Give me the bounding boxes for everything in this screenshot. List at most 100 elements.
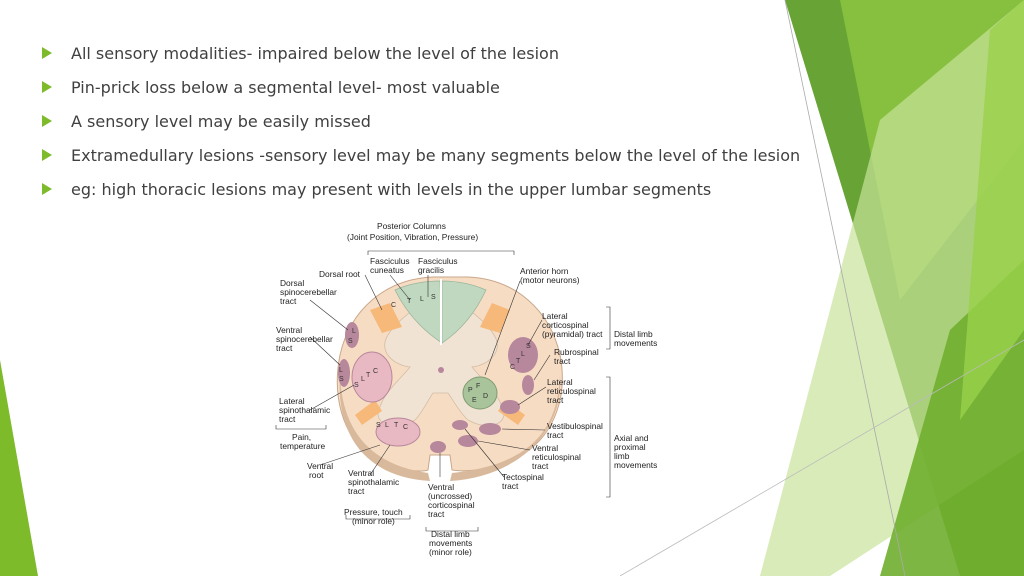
label-lateral-corticospinal: corticospinal — [542, 320, 589, 330]
label-ventral-reticulospinal: tract — [532, 461, 549, 471]
letter-c: C — [403, 424, 408, 431]
label-lateral-reticulospinal: Lateral — [547, 377, 573, 387]
label-pain-temperature: temperature — [280, 441, 325, 451]
letter-p: P — [468, 387, 473, 394]
decor-green-left — [0, 360, 38, 576]
label-lateral-spinothalamic: Lateral — [279, 396, 305, 406]
label-pain-temperature: Pain, — [292, 432, 311, 442]
bullet-item: eg: high thoracic lesions may present wi… — [42, 172, 800, 206]
letter-l: L — [339, 367, 343, 374]
letter-s: S — [339, 376, 344, 383]
tract-ventral-corticospinal — [430, 441, 446, 453]
label-dorsal-spinocerebellar: Dorsal — [280, 278, 304, 288]
bullet-text: eg: high thoracic lesions may present wi… — [71, 179, 712, 199]
label-ventral-spinothalamic: spinothalamic — [348, 477, 399, 487]
bullet-item: Pin-prick loss below a segmental level- … — [42, 70, 800, 104]
bullet-arrow-icon — [42, 47, 52, 59]
label-anterior-horn: (motor neurons) — [520, 275, 580, 285]
tract-dorsal-spinocerebellar — [345, 322, 359, 348]
label-tectospinal: Tectospinal — [502, 472, 544, 482]
tract-rubrospinal — [522, 375, 534, 395]
label-ventral-reticulospinal: reticulospinal — [532, 452, 581, 462]
bullet-item: Extramedullary lesions -sensory level ma… — [42, 138, 800, 172]
label-posterior-columns-desc: (Joint Position, Vibration, Pressure) — [347, 232, 478, 242]
letter-s: S — [354, 382, 359, 389]
ventral-band-left — [355, 400, 382, 425]
bullet-text: Extramedullary lesions -sensory level ma… — [71, 145, 801, 165]
label-lateral-reticulospinal: tract — [547, 395, 564, 405]
label-ventral-corticospinal: Ventral — [428, 482, 454, 492]
label-vestibulospinal: Vestibulospinal — [547, 421, 603, 431]
tract-vestibulospinal — [479, 423, 501, 435]
label-dorsal-spinocerebellar: spinocerebellar — [280, 287, 337, 297]
decor-line-2 — [619, 339, 1024, 576]
label-ventral-spinocerebellar: spinocerebellar — [276, 334, 333, 344]
label-lateral-spinothalamic: spinothalamic — [279, 405, 330, 415]
tract-lateral-corticospinal — [508, 337, 538, 373]
dorsal-root-band-right — [480, 303, 510, 333]
label-posterior-columns: Posterior Columns — [377, 221, 446, 231]
label-lateral-corticospinal: (pyramidal) tract — [542, 329, 603, 339]
tract-corticospinal-pfed — [462, 376, 498, 410]
tract-tectospinal — [452, 420, 468, 430]
label-ventral-corticospinal: corticospinal — [428, 500, 475, 510]
label-ventral-corticospinal: tract — [428, 509, 445, 519]
label-pressure-touch: Pressure, touch — [344, 507, 403, 517]
letter-d: D — [483, 393, 488, 400]
letter-l: L — [385, 422, 389, 429]
label-pressure-touch: (minor role) — [352, 516, 395, 526]
label-distal-limb-minor: movements — [429, 538, 472, 548]
decor-line-1 — [784, 0, 906, 576]
label-tectospinal: tract — [502, 481, 519, 491]
bullet-text: Pin-prick loss below a segmental level- … — [71, 77, 500, 97]
label-distal-limb: movements — [614, 338, 657, 348]
letter-s: S — [526, 343, 531, 350]
label-rubrospinal: tract — [554, 356, 571, 366]
letter-l: L — [521, 351, 525, 358]
letter-c: C — [373, 368, 378, 375]
decor-green-bright — [960, 0, 1024, 420]
label-ventral-spinocerebellar: tract — [276, 343, 293, 353]
bullet-arrow-icon — [42, 115, 52, 127]
letter-t: T — [407, 298, 412, 305]
bullet-arrow-icon — [42, 183, 52, 195]
letter-s: S — [348, 338, 353, 345]
label-ventral-root: Ventral — [307, 461, 333, 471]
bullet-text: A sensory level may be easily missed — [71, 111, 371, 131]
label-fasciculus-cuneatus: cuneatus — [370, 265, 404, 275]
label-rubrospinal: Rubrospinal — [554, 347, 599, 357]
label-ventral-spinothalamic: tract — [348, 486, 365, 496]
label-axial-proximal: limb — [614, 451, 630, 461]
label-dorsal-spinocerebellar: tract — [280, 296, 297, 306]
bullet-item: All sensory modalities- impaired below t… — [42, 36, 800, 70]
bullet-text: All sensory modalities- impaired below t… — [71, 43, 559, 63]
letter-l: L — [352, 328, 356, 335]
label-fasciculus-gracilis: Fasciculus — [418, 256, 458, 266]
label-ventral-spinocerebellar: Ventral — [276, 325, 302, 335]
label-ventral-root: root — [309, 470, 324, 480]
label-distal-limb-minor: Distal limb — [431, 529, 470, 539]
label-dorsal-root: Dorsal root — [319, 269, 361, 279]
label-distal-limb-minor: (minor role) — [429, 547, 472, 557]
label-axial-proximal: proximal — [614, 442, 646, 452]
label-axial-proximal: movements — [614, 460, 657, 470]
letter-l: L — [361, 376, 365, 383]
letter-l: L — [420, 296, 424, 303]
letter-f: F — [476, 383, 480, 390]
label-fasciculus-cuneatus: Fasciculus — [370, 256, 410, 266]
label-axial-proximal: Axial and — [614, 433, 649, 443]
label-fasciculus-gracilis: gracilis — [418, 265, 444, 275]
bullet-arrow-icon — [42, 81, 52, 93]
letter-c: C — [391, 302, 396, 309]
dorsal-root-band-left — [370, 303, 402, 333]
label-ventral-reticulospinal: Ventral — [532, 443, 558, 453]
letter-t: T — [516, 358, 521, 365]
tract-ventral-reticulospinal — [458, 435, 478, 447]
letter-t: T — [394, 422, 399, 429]
letter-c: C — [510, 364, 515, 371]
tract-lateral-spinothalamic — [351, 351, 393, 403]
label-lateral-corticospinal: Lateral — [542, 311, 568, 321]
tract-ventral-spinocerebellar — [338, 359, 350, 387]
